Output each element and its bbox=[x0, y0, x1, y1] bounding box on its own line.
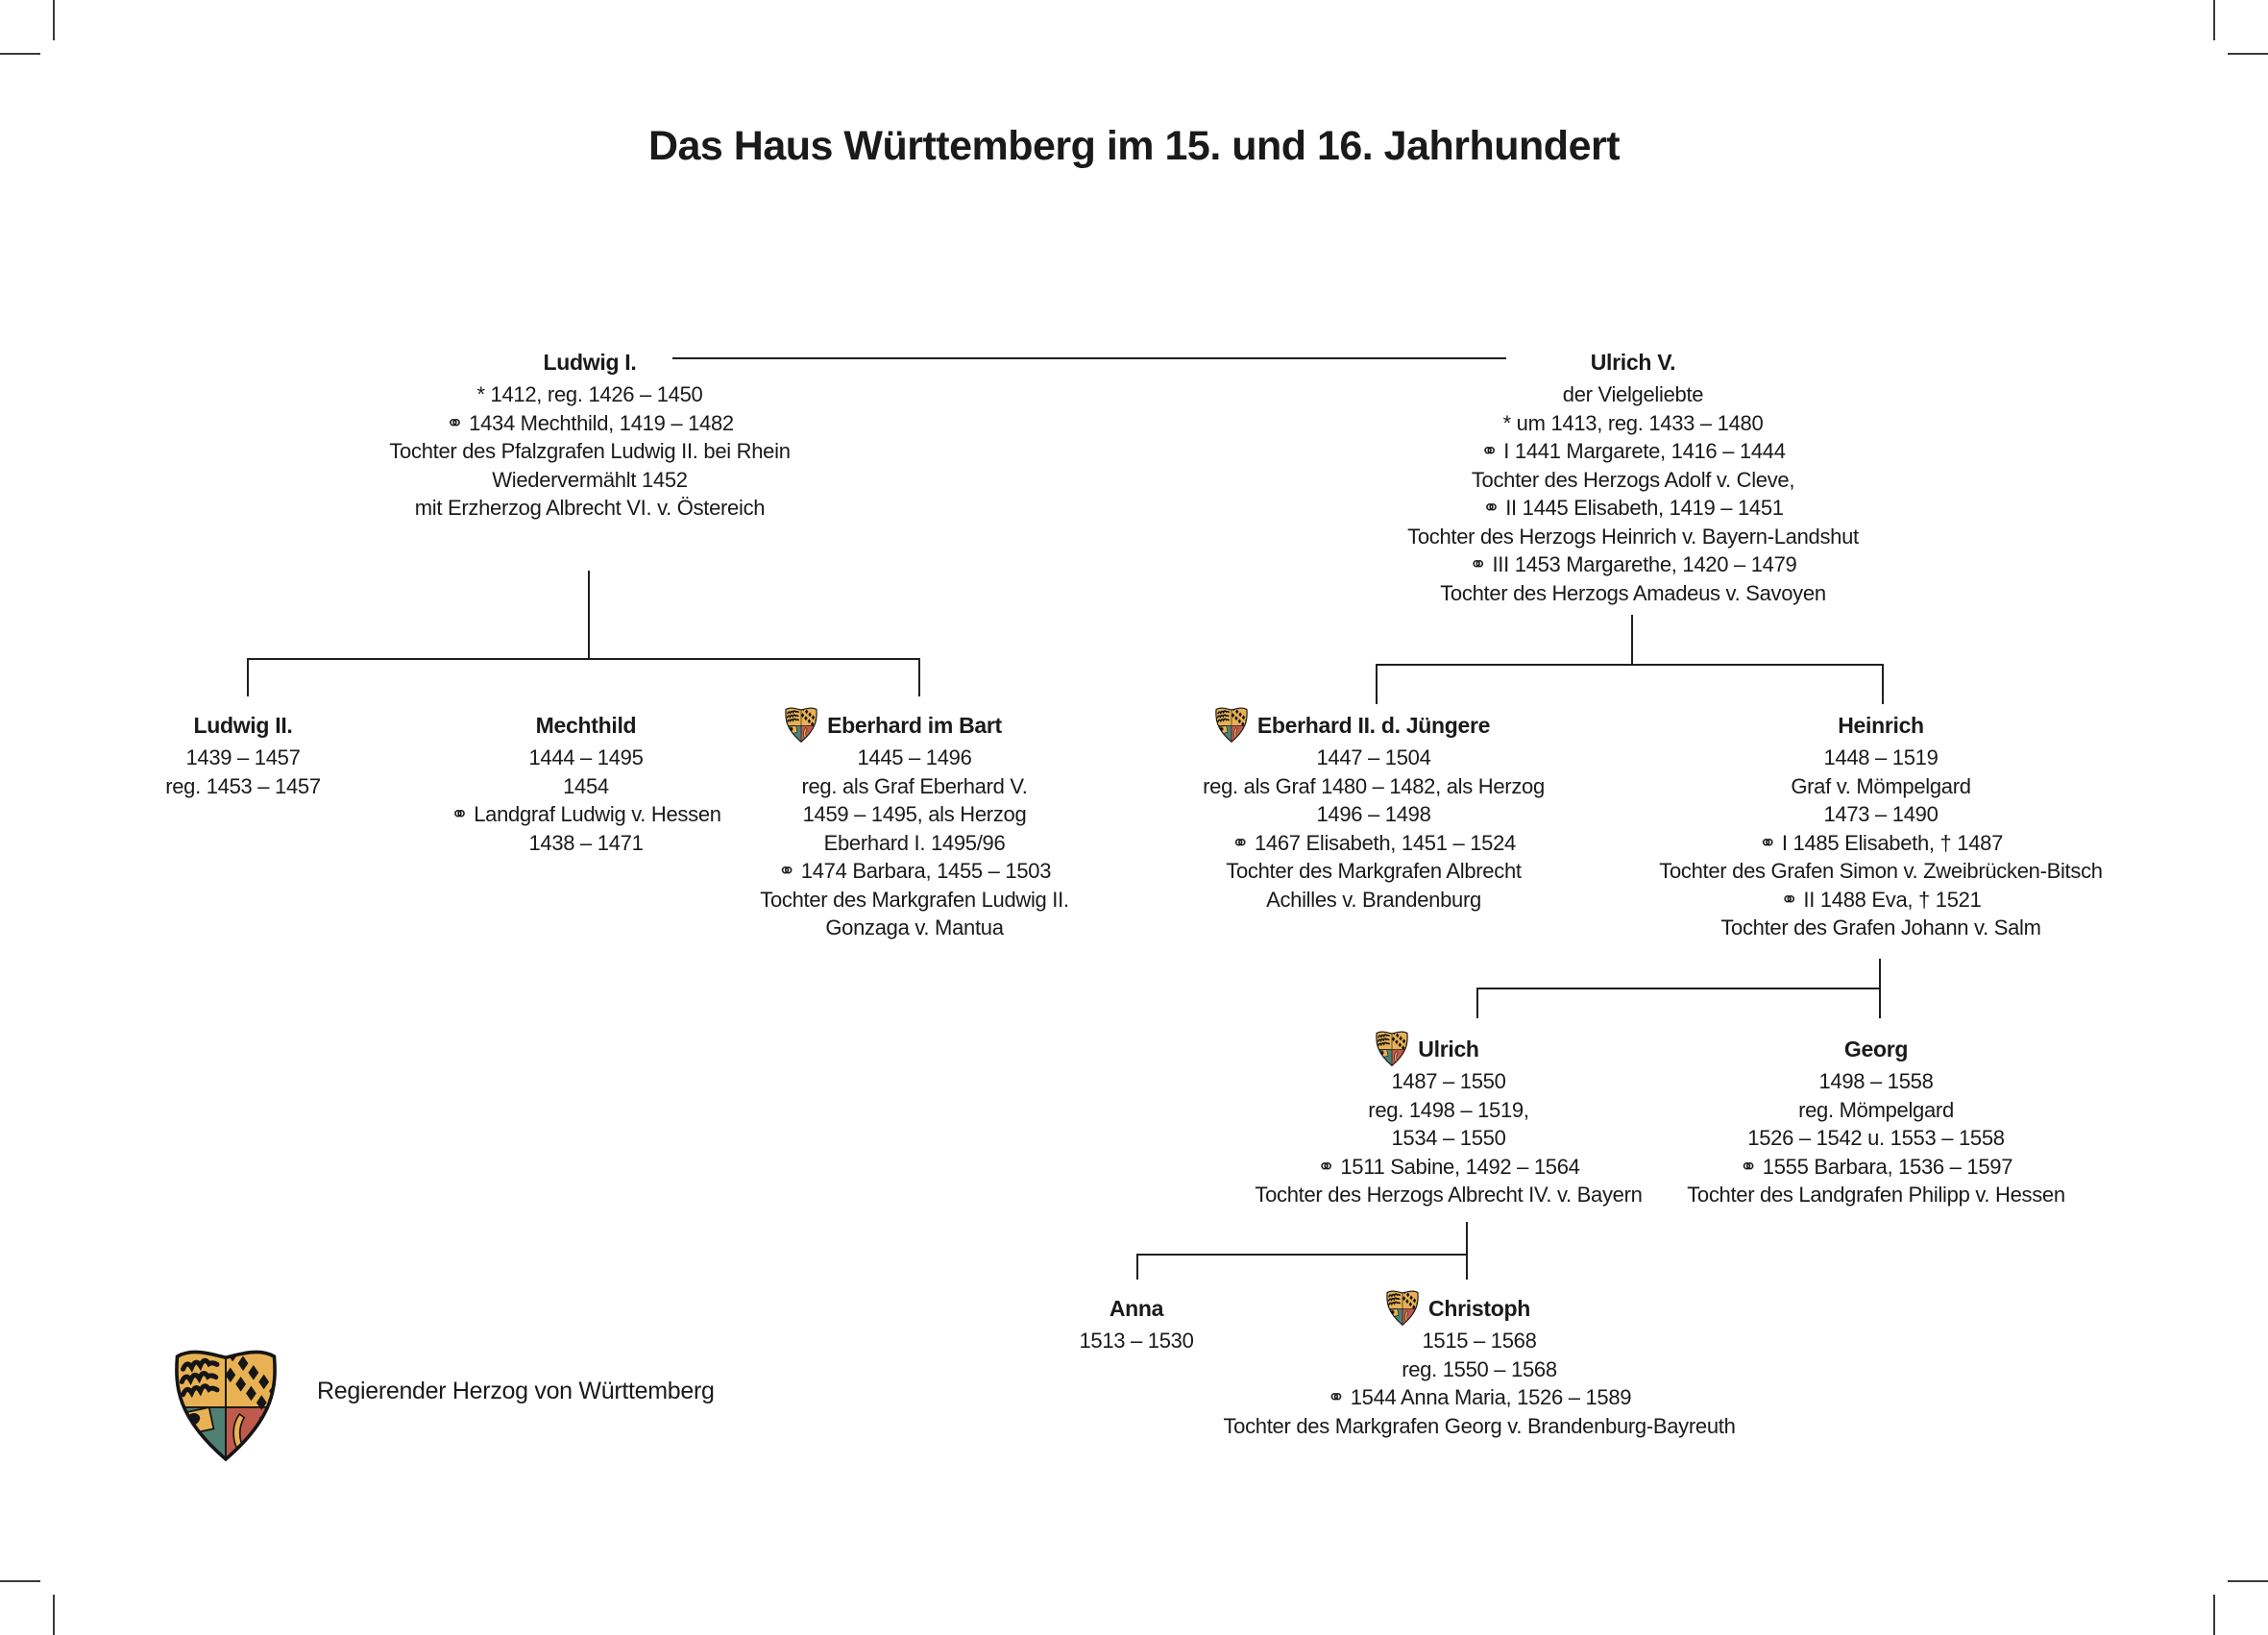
person-georg: Georg 1498 – 1558 reg. Mömpelgard 1526 –… bbox=[1665, 1035, 2087, 1209]
person-ludwig-ii: Ludwig II. 1439 – 1457 reg. 1453 – 1457 bbox=[118, 711, 368, 800]
person-mechthild: Mechthild 1444 – 1495 1454 ⚭ Landgraf Lu… bbox=[423, 711, 749, 857]
person-name: Georg bbox=[1843, 1037, 1909, 1062]
person-name: Ludwig I. bbox=[543, 350, 637, 375]
person-eberhard-im-bart: Eberhard im Bart 1445 – 1496 reg. als Gr… bbox=[742, 711, 1087, 942]
person-name: Eberhard im Bart bbox=[827, 713, 1002, 738]
legend: Regierender Herzog von Württemberg bbox=[165, 1345, 715, 1465]
person-name: Ludwig II. bbox=[193, 713, 293, 738]
person-ludwig-i: Ludwig I. * 1412, reg. 1426 – 1450 ⚭ 143… bbox=[340, 348, 840, 523]
crop-mark-bottom-left-v bbox=[53, 1595, 55, 1635]
diagram-title: Das Haus Württemberg im 15. und 16. Jahr… bbox=[647, 123, 1621, 169]
person-details: 1447 – 1504 reg. als Graf 1480 – 1482, a… bbox=[1203, 745, 1545, 912]
connector-ulrich-children-stem bbox=[1466, 1222, 1468, 1280]
crop-mark-bottom-right-h bbox=[2228, 1580, 2268, 1582]
person-details: 1498 – 1558 reg. Mömpelgard 1526 – 1542 … bbox=[1687, 1069, 2065, 1207]
person-eberhard-ii: Eberhard II. d. Jüngere 1447 – 1504 reg.… bbox=[1172, 711, 1575, 914]
legend-label: Regierender Herzog von Württemberg bbox=[317, 1378, 715, 1404]
crop-mark-top-left-v bbox=[53, 0, 55, 40]
connector-ludwig-children-bar bbox=[248, 658, 920, 660]
wuerttemberg-crest-icon bbox=[1213, 705, 1250, 744]
crop-mark-top-right-v bbox=[2213, 0, 2215, 40]
person-name: Eberhard II. d. Jüngere bbox=[1256, 713, 1491, 738]
person-details: 1487 – 1550 reg. 1498 – 1519, 1534 – 155… bbox=[1255, 1069, 1643, 1207]
connector-drop-heinrich bbox=[1882, 664, 1884, 704]
person-details: 1439 – 1457 reg. 1453 – 1457 bbox=[165, 745, 321, 798]
person-details: 1445 – 1496 reg. als Graf Eberhard V. 14… bbox=[760, 745, 1069, 940]
wuerttemberg-crest-icon bbox=[783, 705, 819, 744]
connector-drop-ludwig-ii bbox=[247, 658, 249, 696]
connector-ulrich-v-children-stem bbox=[1631, 615, 1633, 666]
connector-ulrich-v-children-bar bbox=[1377, 664, 1884, 666]
wuerttemberg-crest-icon bbox=[1374, 1029, 1410, 1068]
person-name: Ulrich bbox=[1418, 1037, 1479, 1062]
wuerttemberg-crest-icon bbox=[165, 1345, 286, 1465]
person-name: Heinrich bbox=[1838, 713, 1924, 738]
person-name: Mechthild bbox=[535, 713, 637, 738]
connector-ulrich-children-bar bbox=[1137, 1254, 1468, 1256]
person-christoph: Christoph 1515 – 1568 reg. 1550 – 1568 ⚭… bbox=[1210, 1294, 1748, 1440]
person-details: * 1412, reg. 1426 – 1450 ⚭ 1434 Mechthil… bbox=[389, 382, 791, 520]
person-name: Ulrich V. bbox=[1590, 350, 1676, 375]
crop-mark-bottom-left-h bbox=[0, 1580, 40, 1582]
connector-ludwig-ulrich-sibling-line bbox=[672, 357, 1506, 359]
person-name: Anna bbox=[1109, 1296, 1164, 1321]
crop-mark-top-right-h bbox=[2228, 53, 2268, 55]
person-details: 1513 – 1530 bbox=[1079, 1329, 1194, 1353]
crop-mark-bottom-right-v bbox=[2213, 1595, 2215, 1635]
connector-heinrich-children-bar bbox=[1477, 988, 1881, 989]
person-ulrich-v: Ulrich V. der Vielgeliebte * um 1413, re… bbox=[1364, 348, 1902, 607]
connector-drop-eberhard-ii bbox=[1376, 664, 1378, 704]
connector-drop-ulrich bbox=[1476, 988, 1478, 1018]
person-name: Christoph bbox=[1428, 1296, 1530, 1321]
person-ulrich: Ulrich 1487 – 1550 reg. 1498 – 1519, 153… bbox=[1247, 1035, 1650, 1209]
person-details: 1448 – 1519 Graf v. Mömpelgard 1473 – 14… bbox=[1659, 745, 2103, 940]
person-details: 1444 – 1495 1454 ⚭ Landgraf Ludwig v. He… bbox=[451, 745, 721, 855]
person-heinrich: Heinrich 1448 – 1519 Graf v. Mömpelgard … bbox=[1631, 711, 2131, 942]
connector-drop-anna bbox=[1136, 1254, 1138, 1280]
person-details: 1515 – 1568 reg. 1550 – 1568 ⚭ 1544 Anna… bbox=[1223, 1329, 1736, 1438]
connector-ludwig-children-stem bbox=[588, 571, 590, 659]
connector-drop-eberhard-im-bart bbox=[918, 658, 920, 696]
person-anna: Anna 1513 – 1530 bbox=[1031, 1294, 1242, 1355]
crop-mark-top-left-h bbox=[0, 53, 40, 55]
person-details: der Vielgeliebte * um 1413, reg. 1433 – … bbox=[1407, 382, 1859, 605]
wuerttemberg-crest-icon bbox=[1384, 1288, 1421, 1328]
